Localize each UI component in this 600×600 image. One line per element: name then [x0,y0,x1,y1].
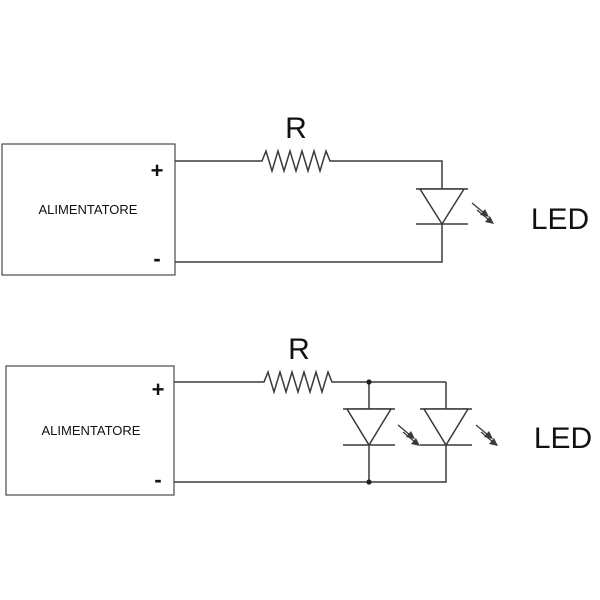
led-label: LED [534,422,592,455]
led-symbol-1 [343,408,395,447]
light-emission-arrows-1 [397,424,420,446]
circuit-single-led: ALIMENTATORE + - R LED [1,112,589,276]
resistor-label: R [288,333,310,366]
bottom-return-wire [174,445,447,483]
circuit-parallel-leds: ALIMENTATORE + - R [5,333,592,496]
junction-dot-top [366,379,372,385]
top-wire-with-resistor [174,369,446,395]
minus-terminal-label: - [154,467,161,492]
power-supply-box [1,143,176,276]
plus-terminal-label: + [152,377,165,402]
led-symbol-2 [420,408,472,447]
light-emission-arrows [471,202,494,224]
power-supply-box [5,365,175,496]
resistor-label: R [285,112,307,145]
led-symbol [416,188,468,226]
led-label: LED [531,203,589,236]
top-wire-with-resistor [175,148,443,189]
power-supply-label: ALIMENTATORE [39,202,138,217]
bottom-return-wire [175,224,443,263]
light-emission-arrows-2 [475,424,498,446]
junction-dot-bottom [366,479,372,485]
power-supply-label: ALIMENTATORE [42,423,141,438]
minus-terminal-label: - [153,246,160,271]
plus-terminal-label: + [151,158,164,183]
